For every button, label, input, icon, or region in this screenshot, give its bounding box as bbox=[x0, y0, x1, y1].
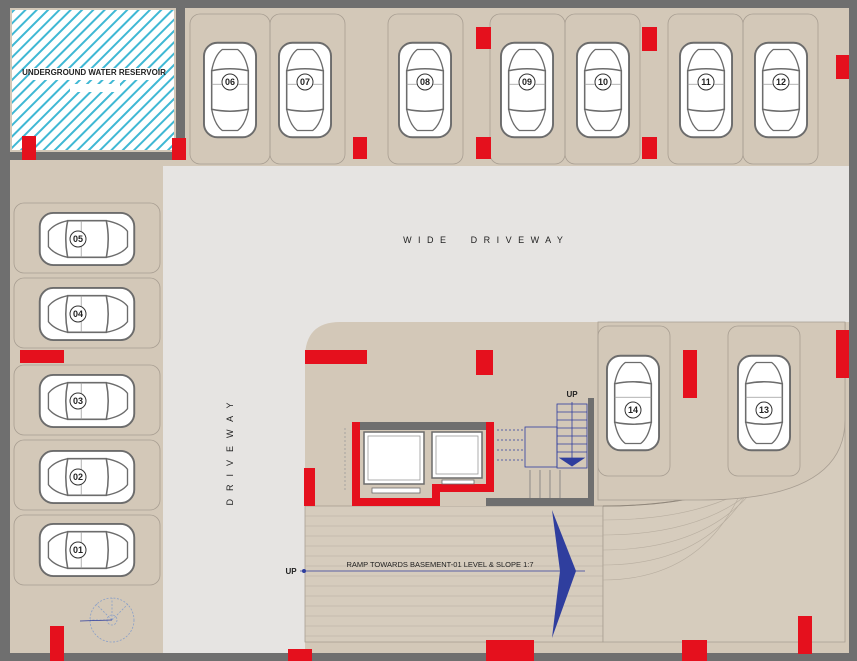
parking-slot-12: 12 bbox=[754, 41, 808, 139]
parking-slot-03: 03 bbox=[38, 374, 136, 428]
slot-number: 07 bbox=[300, 77, 310, 87]
service-core: UP bbox=[344, 390, 594, 506]
parking-slot-05: 05 bbox=[38, 212, 136, 266]
parking-column-left: 05 04 03 02 01 bbox=[13, 202, 161, 586]
parking-row-top: 06 07 08 09 10 11 12 bbox=[189, 13, 819, 165]
lift-left bbox=[363, 431, 425, 494]
parking-slot-13: 13 bbox=[737, 354, 791, 452]
slot-number: 03 bbox=[73, 396, 83, 406]
staircase bbox=[344, 402, 588, 498]
parking-slot-07: 07 bbox=[278, 41, 332, 139]
parking-slot-10: 10 bbox=[576, 41, 630, 139]
parking-slot-02: 02 bbox=[38, 450, 136, 504]
lift-right bbox=[431, 431, 483, 485]
parking-slot-01: 01 bbox=[38, 523, 136, 577]
parking-slot-08: 08 bbox=[398, 41, 452, 139]
slot-number: 13 bbox=[759, 405, 769, 415]
slot-number: 05 bbox=[73, 234, 83, 244]
slot-number: 11 bbox=[701, 77, 711, 87]
slot-number: 02 bbox=[73, 472, 83, 482]
stair-up-label: UP bbox=[566, 390, 578, 399]
spiral-staircase bbox=[79, 597, 135, 643]
parking-slot-11: 11 bbox=[679, 41, 733, 139]
parking-slot-14: 14 bbox=[606, 354, 660, 452]
parking-slot-06: 06 bbox=[203, 41, 257, 139]
wide-driveway-label: W I D E D R I V E W A Y bbox=[403, 235, 565, 245]
slot-number: 06 bbox=[225, 77, 235, 87]
ramp-area bbox=[304, 321, 846, 643]
slot-number: 04 bbox=[73, 309, 83, 319]
slot-number: 12 bbox=[776, 77, 786, 87]
parking-slot-09: 09 bbox=[500, 41, 554, 139]
ramp-arrow: RAMP TOWARDS BASEMENT-01 LEVEL & SLOPE 1… bbox=[285, 510, 585, 638]
slot-number: 08 bbox=[420, 77, 430, 87]
parking-pair-right: 14 13 bbox=[597, 325, 801, 477]
structural-columns bbox=[20, 27, 849, 661]
slot-number: 10 bbox=[598, 77, 608, 87]
driveway-label: DRIVEWAY bbox=[225, 394, 235, 505]
slot-number: 09 bbox=[522, 77, 532, 87]
ramp-label: RAMP TOWARDS BASEMENT-01 LEVEL & SLOPE 1… bbox=[346, 560, 533, 569]
parking-slot-04: 04 bbox=[38, 287, 136, 341]
driveway-area bbox=[163, 166, 857, 661]
slot-number: 01 bbox=[73, 545, 83, 555]
ramp-up-label: UP bbox=[285, 567, 297, 576]
water-reservoir: UNDERGROUND WATER RESERVOIR bbox=[10, 8, 185, 160]
slot-number: 14 bbox=[628, 405, 638, 415]
water-reservoir-label: UNDERGROUND WATER RESERVOIR bbox=[22, 68, 166, 77]
